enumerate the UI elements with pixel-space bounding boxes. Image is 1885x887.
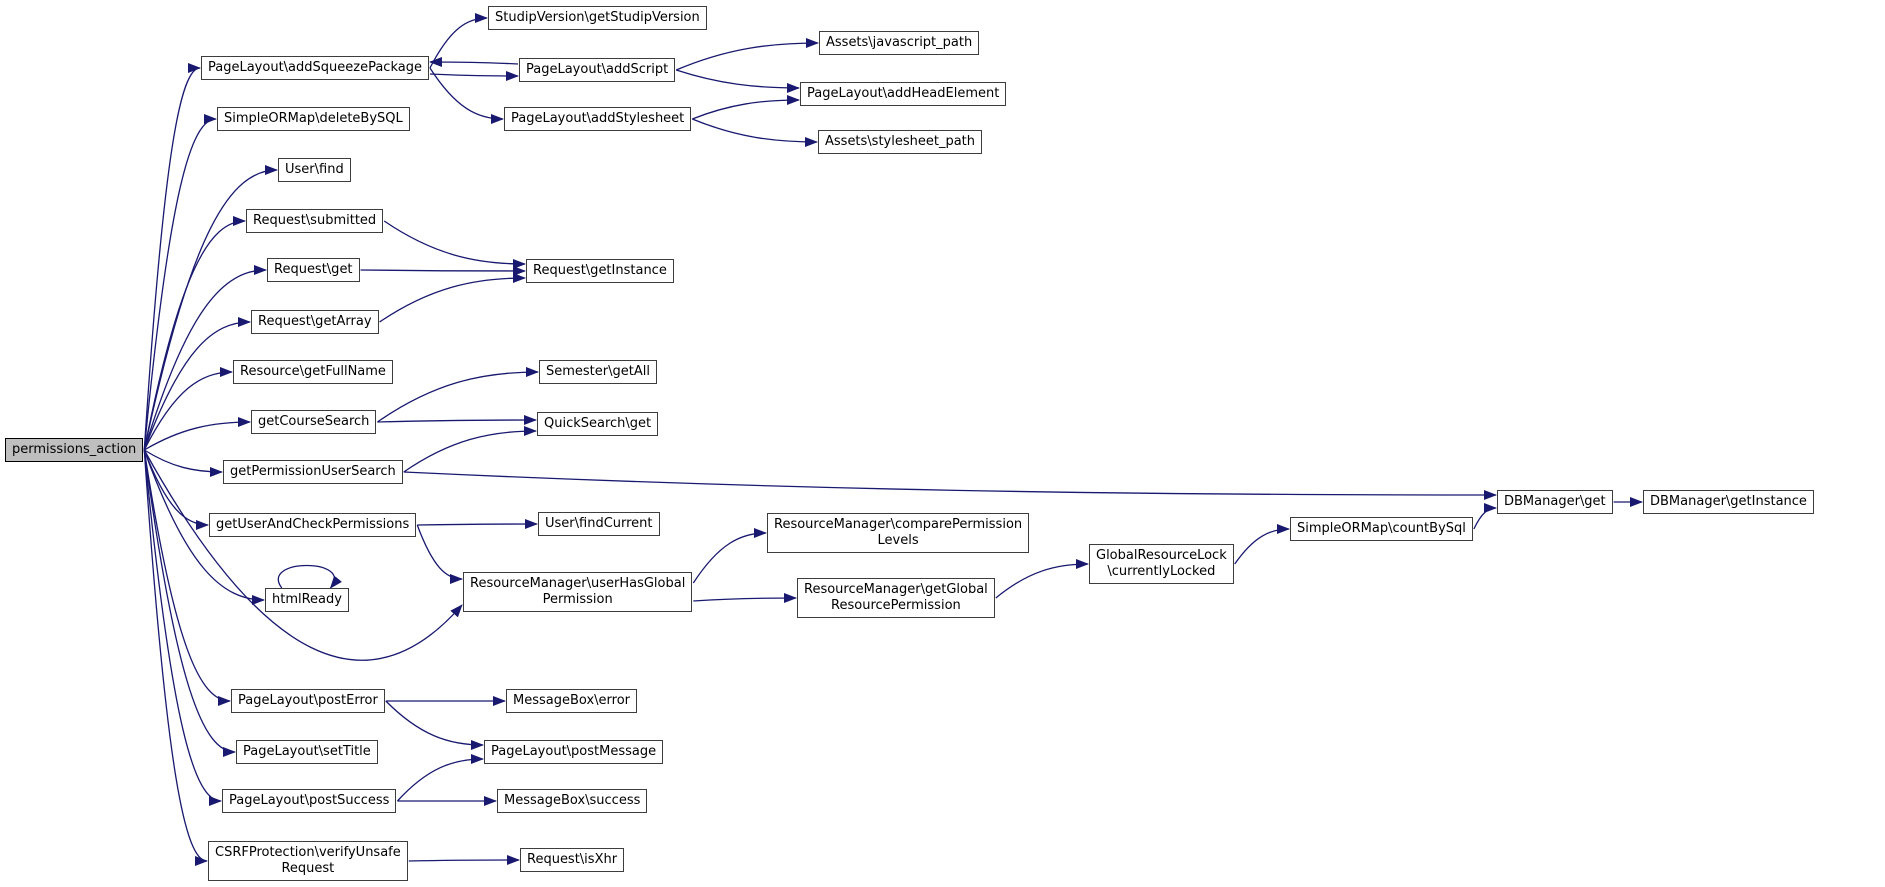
node-resourceGetFullName[interactable]: Resource\getFullName <box>233 360 393 384</box>
edge-addStylesheet-stylesheetPath <box>692 118 818 147</box>
node-requestIsXhr[interactable]: Request\isXhr <box>520 848 625 872</box>
edge-addScript-addHeadElement <box>676 69 800 93</box>
edge-addStylesheet-addHeadElement <box>692 95 800 120</box>
node-requestGet[interactable]: Request\get <box>267 258 360 282</box>
node-getCourseSearch[interactable]: getCourseSearch <box>251 410 377 434</box>
edge-userHasGlobalPermission-getGlobalResourcePermission <box>693 593 797 604</box>
node-getPermissionUserSearch[interactable]: getPermissionUserSearch <box>223 460 403 484</box>
node-postMessage[interactable]: PageLayout\postMessage <box>484 740 664 764</box>
node-setTitle[interactable]: PageLayout\setTitle <box>236 740 378 764</box>
edge-permissions_action-getCourseSearch <box>143 417 251 451</box>
edge-getUserAndCheckPermissions-userHasGlobalPermission <box>416 524 463 584</box>
node-addSqueezePackage[interactable]: PageLayout\addSqueezePackage <box>201 56 429 80</box>
edge-getPermissionUserSearch-dbManagerGet <box>403 471 1497 500</box>
edge-permissions_action-requestSubmitted <box>143 216 246 451</box>
edge-countBySql-dbManagerGet <box>1473 503 1497 530</box>
node-javascriptPath[interactable]: Assets\javascript_path <box>819 31 980 55</box>
edge-permissions_action-deleteBySQL <box>143 114 217 451</box>
node-deleteBySQL[interactable]: SimpleORMap\deleteBySQL <box>217 107 410 131</box>
edge-permissions_action-verifyUnsafeRequest <box>143 449 208 866</box>
node-stylesheetPath[interactable]: Assets\stylesheet_path <box>818 130 983 154</box>
node-messageBoxError[interactable]: MessageBox\error <box>506 689 637 713</box>
node-userFindCurrent[interactable]: User\findCurrent <box>538 512 660 536</box>
edge-getGlobalResourcePermission-currentlyLocked <box>995 559 1089 599</box>
edge-postSuccess-postMessage <box>396 754 484 802</box>
edge-requestGet-requestGetInstance <box>360 265 526 276</box>
edge-userHasGlobalPermission-comparePermissionLevels <box>692 528 767 584</box>
edge-getCourseSearch-semesterGetAll <box>377 367 539 423</box>
edge-permissions_action-setTitle <box>143 449 236 757</box>
edge-permissions_action-getPermissionUserSearch <box>143 449 223 477</box>
node-quickSearchGet[interactable]: QuickSearch\get <box>537 412 659 436</box>
node-countBySql[interactable]: SimpleORMap\countBySql <box>1290 517 1473 541</box>
edge-addScript-addSqueezePackage <box>428 57 519 68</box>
node-dbManagerGet[interactable]: DBManager\get <box>1497 490 1613 514</box>
node-dbManagerGetInstance[interactable]: DBManager\getInstance <box>1643 490 1814 514</box>
edge-addSqueezePackage-addScript <box>429 70 519 81</box>
node-postSuccess[interactable]: PageLayout\postSuccess <box>222 789 397 813</box>
node-comparePermissionLevels[interactable]: ResourceManager\comparePermission Levels <box>767 513 1030 553</box>
edge-permissions_action-getUserAndCheckPermissions <box>143 449 209 530</box>
node-addStylesheet[interactable]: PageLayout\addStylesheet <box>504 107 692 131</box>
node-getStudipVersion[interactable]: StudipVersion\getStudipVersion <box>488 6 707 30</box>
node-verifyUnsafeRequest[interactable]: CSRFProtection\verifyUnsafe Request <box>208 841 408 881</box>
node-addScript[interactable]: PageLayout\addScript <box>519 58 676 82</box>
edge-getPermissionUserSearch-quickSearchGet <box>403 426 537 473</box>
edge-postError-postMessage <box>385 700 484 750</box>
edge-addSqueezePackage-addStylesheet <box>429 67 504 124</box>
edge-permissions_action-addSqueezePackage <box>143 63 201 451</box>
edge-requestSubmitted-requestGetInstance <box>383 220 526 269</box>
edge-permissions_action-postError <box>143 449 231 706</box>
node-addHeadElement[interactable]: PageLayout\addHeadElement <box>800 82 1007 106</box>
node-semesterGetAll[interactable]: Semester\getAll <box>539 360 657 384</box>
node-requestGetArray[interactable]: Request\getArray <box>251 310 379 334</box>
node-permissions_action[interactable]: permissions_action <box>5 438 144 462</box>
node-requestSubmitted[interactable]: Request\submitted <box>246 209 384 233</box>
edge-verifyUnsafeRequest-requestIsXhr <box>408 855 520 866</box>
edge-getCourseSearch-quickSearchGet <box>377 415 537 426</box>
edge-getUserAndCheckPermissions-userFindCurrent <box>417 519 538 530</box>
edge-currentlyLocked-countBySql <box>1234 524 1290 565</box>
edge-addScript-javascriptPath <box>675 38 819 71</box>
node-postError[interactable]: PageLayout\postError <box>231 689 385 713</box>
edge-addSqueezePackage-getStudipVersion <box>429 13 488 69</box>
node-userFind[interactable]: User\find <box>278 158 351 182</box>
edge-requestGetArray-requestGetInstance <box>379 273 526 323</box>
node-messageBoxSuccess[interactable]: MessageBox\success <box>497 789 648 813</box>
node-htmlReady[interactable]: htmlReady <box>265 588 349 612</box>
node-getUserAndCheckPermissions[interactable]: getUserAndCheckPermissions <box>209 513 417 537</box>
node-currentlyLocked[interactable]: GlobalResourceLock \currentlyLocked <box>1089 544 1234 584</box>
node-requestGetInstance[interactable]: Request\getInstance <box>526 259 674 283</box>
edge-htmlReady-htmlReady <box>277 564 342 589</box>
edge-permissions_action-resourceGetFullName <box>143 367 233 451</box>
node-userHasGlobalPermission[interactable]: ResourceManager\userHasGlobal Permission <box>463 572 693 612</box>
edge-permissions_action-postSuccess <box>143 449 222 806</box>
node-getGlobalResourcePermission[interactable]: ResourceManager\getGlobal ResourcePermis… <box>797 578 995 618</box>
edge-permissions_action-requestGetArray <box>143 317 251 451</box>
